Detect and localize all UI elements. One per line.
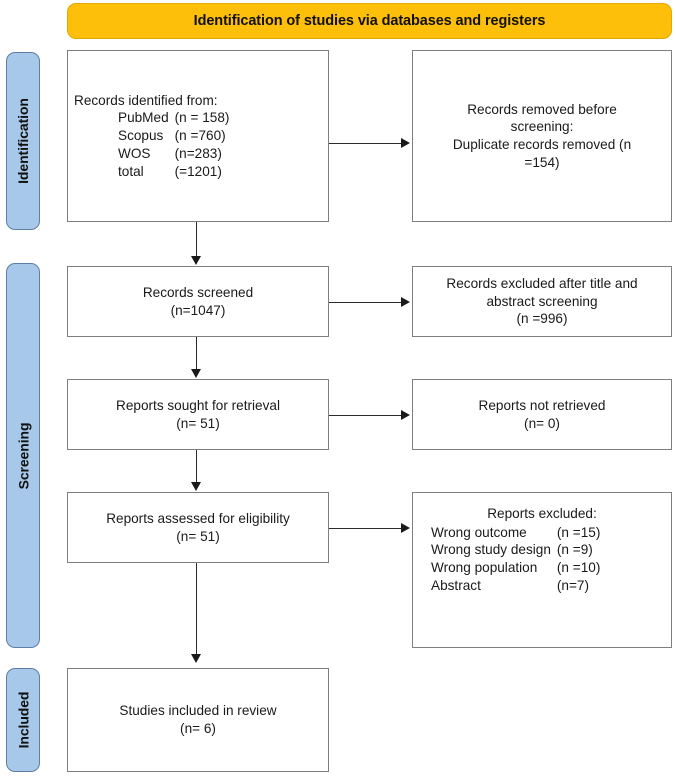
reports-not-retrieved-line-2: (n= 0) [524, 415, 560, 431]
records-excluded-line-2: abstract screening [486, 293, 598, 309]
arrowhead-screened-to-sought [190, 369, 201, 378]
connector-sought-to-not-retrieved [329, 415, 401, 416]
reports-excluded-heading: Reports excluded: [487, 506, 597, 521]
records-screened-line-2: (n=1047) [170, 302, 226, 318]
box-records-removed-before-screening: Records removed before screening: Duplic… [412, 50, 672, 222]
phase-banner-identification: Identification of studies via databases … [67, 3, 672, 39]
box-records-excluded: Records excluded after title and abstrac… [412, 266, 672, 337]
records-excluded-line-1: Records excluded after title and [446, 275, 638, 291]
box-studies-included-in-review: Studies included in review (n= 6) [67, 668, 329, 772]
records-removed-line-1: Records removed before [467, 101, 617, 117]
studies-included-line-2: (n= 6) [180, 721, 216, 736]
reports-sought-line-2: (n= 51) [176, 415, 220, 431]
source-count-scopus: (n =760) [174, 128, 226, 144]
arrowhead-identified-to-removed [401, 137, 410, 148]
reason-count-wrong-outcome: (n =15) [556, 524, 601, 540]
source-name-total: total [118, 163, 144, 179]
reports-sought-line-1: Reports sought for retrieval [116, 397, 280, 413]
box-reports-sought-for-retrieval: Reports sought for retrieval (n= 51) [67, 379, 329, 450]
connector-screened-to-excluded [329, 302, 401, 303]
studies-included-line-1: Studies included in review [119, 703, 277, 719]
source-count-wos: (n=283) [174, 145, 222, 161]
arrowhead-sought-to-not-retrieved [401, 409, 410, 420]
arrowhead-screened-to-excluded [401, 296, 410, 307]
reason-count-wrong-population: (n =10) [556, 560, 601, 576]
reports-assessed-line-1: Reports assessed for eligibility [106, 510, 290, 526]
reports-assessed-line-2: (n= 51) [176, 528, 220, 544]
source-name-scopus: Scopus [118, 128, 164, 144]
phase-tab-identification-label: Identification [15, 98, 31, 184]
source-name-pubmed: PubMed [118, 110, 169, 126]
connector-sought-to-assessed [196, 450, 197, 482]
records-removed-line-2: screening: [510, 119, 574, 135]
reason-name-wrong-study-design: Wrong study design [431, 542, 551, 558]
phase-tab-included: Included [6, 668, 40, 772]
reason-name-wrong-population: Wrong population [431, 560, 538, 576]
phase-banner-title: Identification of studies via databases … [193, 13, 546, 29]
arrowhead-identified-to-screened [190, 256, 201, 265]
reports-not-retrieved-line-1: Reports not retrieved [478, 397, 606, 413]
arrowhead-sought-to-assessed [190, 482, 201, 491]
records-removed-line-3: Duplicate records removed (n [452, 137, 632, 152]
connector-screened-to-sought [196, 337, 197, 369]
records-excluded-line-3: (n =996) [516, 311, 568, 327]
source-name-wos: WOS [118, 145, 151, 161]
connector-identified-to-removed [329, 143, 401, 144]
reason-count-wrong-study-design: (n =9) [556, 542, 593, 558]
records-screened-line-1: Records screened [142, 284, 254, 300]
box-records-identified: Records identified from: PubMed (n = 158… [67, 50, 329, 222]
box-records-screened: Records screened (n=1047) [67, 266, 329, 337]
phase-tab-identification: Identification [6, 52, 40, 230]
phase-tab-screening-label: Screening [15, 422, 32, 489]
connector-identified-to-screened [196, 222, 197, 256]
source-count-total: (=1201) [174, 163, 222, 179]
arrowhead-assessed-to-excluded [401, 522, 410, 533]
phase-tab-screening: Screening [6, 263, 40, 648]
reason-count-abstract: (n=7) [556, 577, 590, 593]
reason-name-wrong-outcome: Wrong outcome [431, 524, 527, 540]
reason-name-abstract: Abstract [431, 577, 481, 593]
connector-assessed-to-included [196, 563, 197, 654]
records-identified-sources: PubMed (n = 158) Scopus (n =760) WOS (n=… [118, 109, 322, 180]
box-reports-assessed-for-eligibility: Reports assessed for eligibility (n= 51) [67, 492, 329, 563]
connector-assessed-to-excluded [329, 528, 401, 529]
box-reports-excluded: Reports excluded: Wrong outcome (n =15) … [412, 492, 672, 648]
source-count-pubmed: (n = 158) [174, 110, 230, 126]
records-removed-line-4: =154) [524, 154, 560, 170]
reports-excluded-reasons: Wrong outcome (n =15) Wrong study design… [431, 524, 665, 595]
arrowhead-assessed-to-included [190, 654, 201, 663]
phase-tab-included-label: Included [15, 691, 32, 749]
records-identified-heading: Records identified from: [74, 92, 218, 108]
box-reports-not-retrieved: Reports not retrieved (n= 0) [412, 379, 672, 450]
